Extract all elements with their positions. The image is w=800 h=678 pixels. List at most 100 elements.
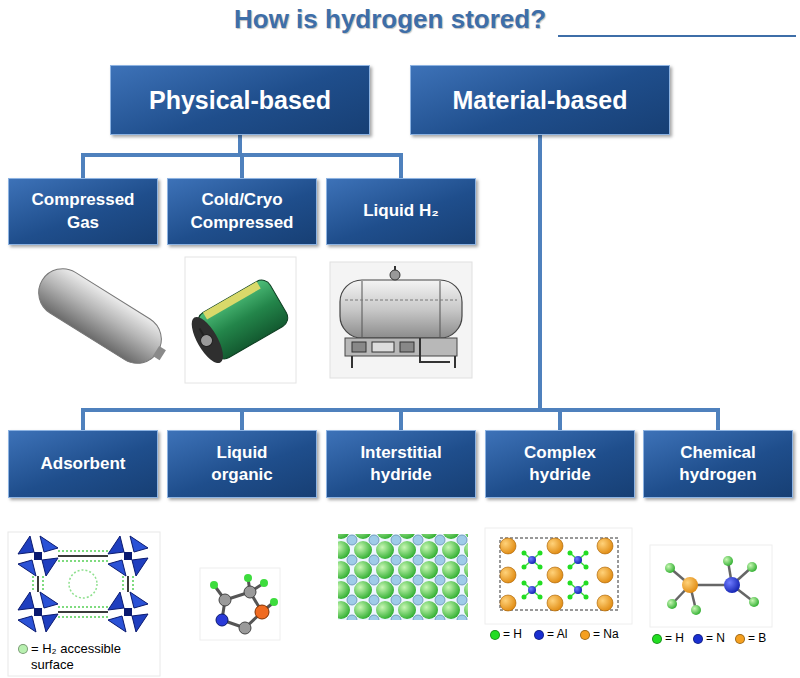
organic-molecule-illustration-part xyxy=(244,574,252,582)
liquid-tank-illustration-part xyxy=(390,270,400,280)
adsorbent-illustration-part-part xyxy=(122,576,124,592)
legend-label: = B xyxy=(748,631,766,646)
cryo-tank-illustration-part-part xyxy=(198,332,214,348)
gas-tank-illustration-part xyxy=(30,260,171,373)
legend-swatch xyxy=(580,630,590,640)
cryo-tank-illustration-part-part xyxy=(199,328,203,335)
gas-tank-illustration xyxy=(30,260,176,376)
chemical-hydrogen-illustration-part xyxy=(682,577,698,593)
complex-hydride-illustration-part-part xyxy=(528,586,536,594)
legend-item: = Na xyxy=(580,627,619,642)
complex-hydride-illustration xyxy=(485,528,632,624)
legend-item: = H xyxy=(652,631,684,646)
organic-molecule-illustration-part xyxy=(214,578,274,628)
legend-item: = N xyxy=(693,631,725,646)
cryo-tank-illustration-part xyxy=(186,276,292,367)
complex-hydride-illustration-part-part xyxy=(538,595,543,600)
method-box: Liquid organic xyxy=(167,430,317,498)
chemical-hydrogen-illustration-part-part xyxy=(749,597,759,607)
chemical-hydrogen-illustration-part xyxy=(665,556,759,615)
complex-hydride-illustration-part-part xyxy=(522,565,527,570)
adsorbent-illustration-part xyxy=(37,576,39,592)
legend-item: = H₂ accessible surface xyxy=(18,641,153,674)
title-rule xyxy=(558,35,796,37)
node-label: Interstitial hydride xyxy=(345,442,457,486)
legend-swatch xyxy=(693,634,703,644)
interstitial-lattice-illustration xyxy=(335,530,470,625)
complex-hydride-illustration-part-part xyxy=(538,565,543,570)
complex-hydride-illustration-part-part xyxy=(574,556,582,564)
adsorbent-illustration-part xyxy=(58,611,108,613)
organic-molecule-illustration-part xyxy=(219,594,231,606)
interstitial-lattice-illustration-part xyxy=(338,534,468,620)
method-box: Liquid H₂ xyxy=(326,178,476,245)
node-label: Complex hydride xyxy=(504,442,616,486)
complex-hydride-illustration-part-part xyxy=(547,538,563,554)
organic-molecule-illustration-part xyxy=(239,622,251,634)
organic-molecule-illustration-part xyxy=(210,581,218,589)
legend-label: = H₂ accessible surface xyxy=(31,641,153,674)
liquid-tank-illustration-part xyxy=(440,281,441,337)
method-box: Cold/Cryo Compressed xyxy=(167,178,317,245)
adsorbent-illustration-part-part xyxy=(58,550,108,552)
chemical-hydrogen-illustration-part-part xyxy=(723,556,733,566)
complex-hydride-illustration-part-part xyxy=(597,538,613,554)
complex-hydride-illustration-part-part xyxy=(584,565,589,570)
liquid-tank-illustration-part xyxy=(352,356,455,368)
organic-molecule-illustration-part xyxy=(216,614,228,626)
adsorbent-illustration-part-part xyxy=(42,576,44,592)
complex-hydride-illustration-part xyxy=(528,556,582,594)
node-label: Liquid organic xyxy=(186,442,298,486)
adsorbent-illustration-part xyxy=(69,570,97,598)
method-box: Chemical hydrogen xyxy=(643,430,793,498)
liquid-tank-illustration-part xyxy=(400,342,414,352)
cryo-tank-illustration-part xyxy=(185,257,296,383)
node-label: Chemical hydrogen xyxy=(662,442,774,486)
organic-molecule-illustration-part xyxy=(244,586,256,598)
legend-swatch xyxy=(652,634,662,644)
complex-hydride-illustration-part-part xyxy=(522,595,527,600)
legend-item: = H xyxy=(490,627,522,642)
chemical-hydrogen-illustration-part-part xyxy=(747,562,757,572)
adsorbent-illustration-part-part xyxy=(132,576,134,592)
adsorbent-illustration-part xyxy=(108,536,148,576)
liquid-tank-illustration-part xyxy=(352,342,366,352)
diagram-title: How is hydrogen stored? xyxy=(234,4,546,35)
node-label: Material-based xyxy=(452,84,627,117)
adsorbent-illustration-part-part xyxy=(58,616,108,618)
organic-molecule-illustration-part xyxy=(270,598,278,606)
complex-hydride-illustration-part xyxy=(524,553,586,597)
chemical-hydrogen-illustration-part xyxy=(724,577,740,593)
complex-hydride-illustration-part-part xyxy=(500,595,516,611)
organic-molecule-illustration-part xyxy=(200,568,280,640)
node-label: Adsorbent xyxy=(41,453,126,475)
method-box: Adsorbent xyxy=(8,430,158,498)
complex-hydride-illustration-part-part xyxy=(528,556,536,564)
adsorbent-illustration-part xyxy=(127,576,129,592)
adsorbent-illustration-part-part xyxy=(58,560,108,562)
legend-swatch xyxy=(735,634,745,644)
legend-swatch xyxy=(534,630,544,640)
complex-hydride-illustration-part-part xyxy=(522,581,527,586)
complex-hydride-illustration-part-part xyxy=(568,551,573,556)
node-label: Cold/Cryo Compressed xyxy=(186,189,298,233)
legend-label: = Al xyxy=(547,627,567,642)
connectors xyxy=(83,135,718,430)
chemical-hydrogen-illustration-part-part xyxy=(665,563,675,573)
complex-hydride-illustration-part-part xyxy=(500,567,516,583)
liquid-tank-illustration-part xyxy=(394,266,396,270)
adsorbent-illustration-part xyxy=(108,592,148,632)
cryo-tank-illustration-part-part xyxy=(203,281,261,319)
category-box: Physical-based xyxy=(110,65,370,135)
liquid-tank-illustration xyxy=(330,262,472,378)
adsorbent-illustration xyxy=(8,532,160,676)
organic-molecule-illustration-part xyxy=(260,579,268,587)
legend-item: = B xyxy=(735,631,766,646)
legend-label: = N xyxy=(706,631,725,646)
method-box: Complex hydride xyxy=(485,430,635,498)
chemical-hydrogen-illustration-part-part xyxy=(667,599,677,609)
complex-hydride-illustration-part-part xyxy=(500,538,516,554)
complex-hydride-illustration-part-part xyxy=(522,551,527,556)
interstitial-lattice-illustration-part xyxy=(335,530,470,625)
